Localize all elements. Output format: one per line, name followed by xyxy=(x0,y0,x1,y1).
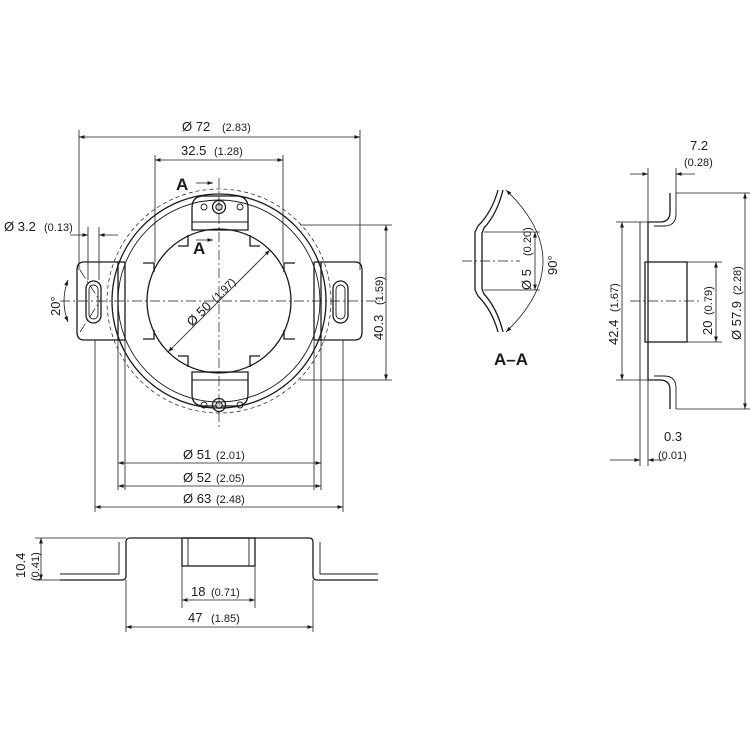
dim-47-label: 47 xyxy=(188,610,202,625)
profile-view xyxy=(35,537,378,632)
side-view xyxy=(610,168,750,466)
dim-51-inch: (2.01) xyxy=(216,450,245,462)
top-clamp xyxy=(191,195,249,231)
dim-0-3-label: 0.3 xyxy=(664,429,682,444)
dim-7-2-inch: (0.28) xyxy=(684,157,713,169)
bottom-clamp xyxy=(191,371,249,407)
dim-52-inch: (2.05) xyxy=(216,473,245,485)
dim-63-inch: (2.48) xyxy=(216,494,245,506)
left-slot xyxy=(85,280,102,324)
dim-42-4-label: 42.4 xyxy=(606,320,621,345)
section-view xyxy=(462,189,544,333)
dim-47-inch: (1.85) xyxy=(211,613,240,625)
dim-57-9-label: Ø 57.9 xyxy=(729,301,744,340)
right-slot xyxy=(332,280,349,324)
dim-52-label: Ø 52 xyxy=(183,470,211,485)
dim-7-2-label: 7.2 xyxy=(690,138,708,153)
dim-5-inch: (0.20) xyxy=(522,227,534,256)
dim-3-2-inch: (0.13) xyxy=(44,222,73,234)
dim-18-label: 18 xyxy=(191,584,205,599)
dim-10-4-inch: (0.41) xyxy=(30,552,42,581)
dim-72-inch: (2.83) xyxy=(222,122,251,134)
dim-3-2-label: Ø 3.2 xyxy=(4,219,36,234)
left-tab xyxy=(76,261,125,341)
side-hub xyxy=(644,261,688,343)
dim-51-label: Ø 51 xyxy=(183,447,211,462)
section-marker-bottom: A xyxy=(193,239,205,258)
dim-10-4-label: 10.4 xyxy=(13,553,28,578)
dim-32-5-inch: (1.28) xyxy=(214,146,243,158)
dim-72-label: Ø 72 xyxy=(182,119,210,134)
angle-90-label: 90° xyxy=(545,255,560,275)
dim-5-label: Ø 5 xyxy=(519,269,534,290)
dim-42-4-inch: (1.67) xyxy=(609,283,621,312)
dim-63-label: Ø 63 xyxy=(183,491,211,506)
profile-hub xyxy=(181,537,256,567)
dim-57-9-inch: (2.28) xyxy=(732,266,744,295)
dim-20-inch: (0.79) xyxy=(703,286,715,315)
section-marker-top: A xyxy=(176,175,188,194)
dim-32-5-label: 32.5 xyxy=(181,143,206,158)
dim-40-3-inch: (1.59) xyxy=(374,276,386,305)
dim-20-label: 20 xyxy=(700,321,715,335)
angle-20-label: 20° xyxy=(48,296,63,316)
front-view xyxy=(60,178,380,430)
dim-0-3-inch: (0.01) xyxy=(658,450,687,462)
dim-18-inch: (0.71) xyxy=(211,587,240,599)
front-view-dimensions xyxy=(63,130,392,512)
dim-50-label: Ø 50 xyxy=(184,299,215,330)
section-title: A–A xyxy=(494,350,528,369)
dim-40-3-label: 40.3 xyxy=(371,315,386,340)
